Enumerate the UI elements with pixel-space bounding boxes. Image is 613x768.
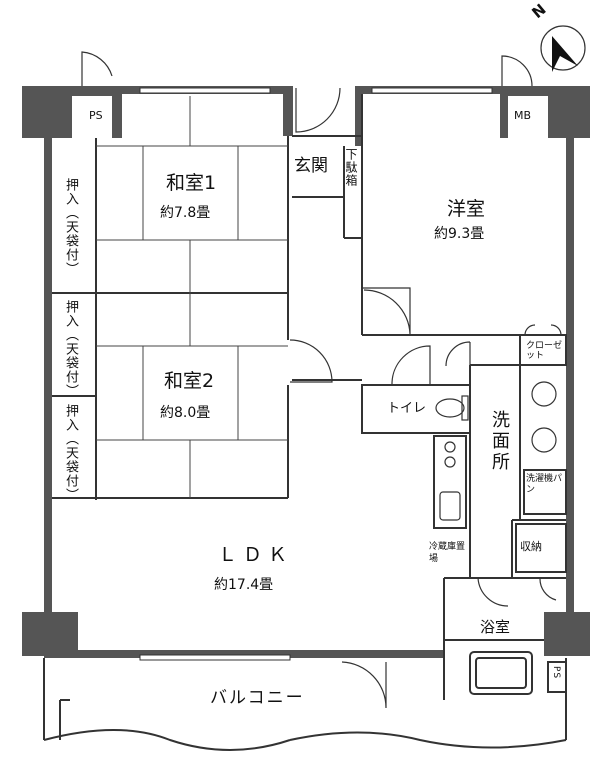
compass-icon xyxy=(540,25,586,72)
washer-pan-label: 洗濯機パン xyxy=(526,474,563,495)
storage-label: 収納 xyxy=(520,540,542,553)
tatami-lines xyxy=(96,96,288,498)
oshiire-label-3: 押入（天袋付） xyxy=(63,404,78,502)
room-name-washitsu2: 和室2 xyxy=(164,370,215,392)
room-name-washitsu1: 和室1 xyxy=(166,172,217,194)
doors xyxy=(81,51,562,709)
room-name-yokushitsu: 浴室 xyxy=(480,618,511,636)
fridge-space-label: 冷蔵庫置場 xyxy=(429,542,466,564)
structural-walls xyxy=(22,86,590,658)
ps-label-top: PS xyxy=(89,109,103,122)
oshiire-label-1: 押入（天袋付） xyxy=(63,178,78,276)
balcony-label: バルコニー xyxy=(210,688,305,708)
room-name-toilet: トイレ xyxy=(387,401,427,416)
room-area-ldk: 約17.4畳 xyxy=(214,577,274,593)
windows xyxy=(139,87,493,661)
room-name-genkan: 玄関 xyxy=(294,156,328,176)
getabako-label: 下駄箱 xyxy=(344,148,358,187)
mb-label: MB xyxy=(514,109,532,122)
room-area-washitsu1: 約7.8畳 xyxy=(160,205,211,221)
room-area-youshitsu: 約9.3畳 xyxy=(434,226,485,242)
closet-label: クローゼット xyxy=(526,341,563,361)
room-name-senmenjo: 洗面所 xyxy=(489,410,510,473)
room-name-youshitsu: 洋室 xyxy=(447,198,486,220)
room-name-ldk: ＬＤＫ xyxy=(218,544,294,566)
oshiire-label-2: 押入（天袋付） xyxy=(63,300,78,398)
room-area-washitsu2: 約8.0畳 xyxy=(160,405,211,421)
ps-label-bottom: PS xyxy=(551,666,561,680)
fixtures xyxy=(435,381,557,521)
